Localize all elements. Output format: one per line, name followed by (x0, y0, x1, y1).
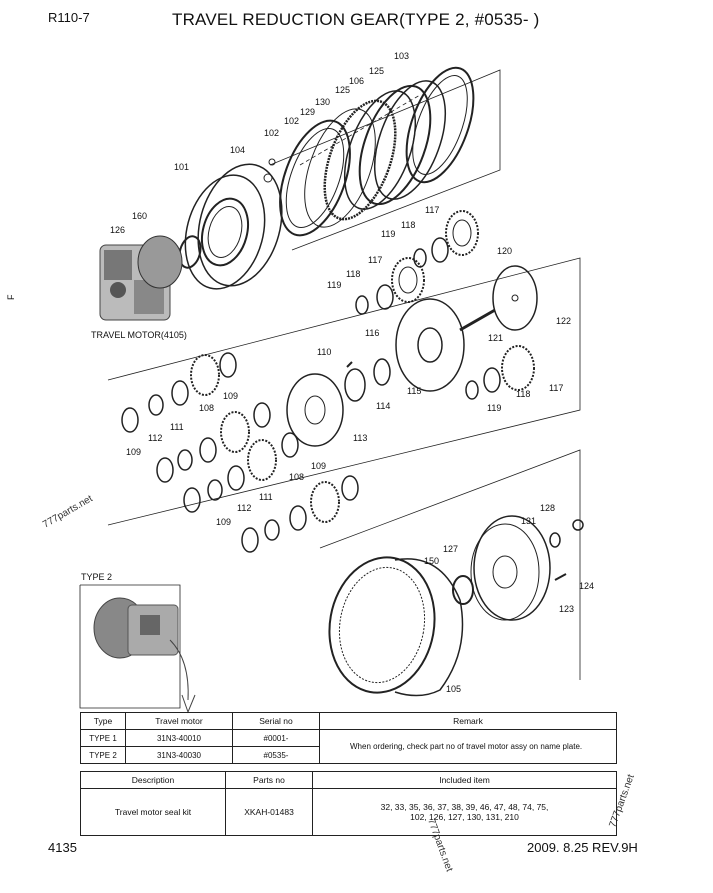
part-label: 128 (540, 503, 555, 513)
part-label: 106 (349, 76, 364, 86)
kit-parts-no-cell: XKAH-01483 (225, 788, 313, 836)
travel-motor-image (99, 235, 183, 321)
type-table-header: Type Travel motor Serial no Remark (80, 712, 617, 730)
col-included-item: Included item (312, 771, 617, 789)
part-label: 120 (497, 246, 512, 256)
kit-included-cell: 32, 33, 35, 36, 37, 38, 39, 46, 47, 48, … (312, 788, 617, 836)
part-label: 109 (216, 517, 231, 527)
carrier-113 (286, 373, 344, 447)
part-label: 121 (488, 333, 503, 343)
part-label: 124 (579, 581, 594, 591)
type2-label: TYPE 2 (81, 572, 112, 582)
hub-housing (184, 158, 283, 290)
kit-description-cell: Travel motor seal kit (80, 788, 226, 836)
motor-cell: 31N3-40010 (125, 729, 233, 747)
col-description: Description (80, 771, 226, 789)
part-label: 117 (368, 255, 382, 265)
part-label: 104 (230, 145, 245, 155)
part-label: 150 (424, 556, 439, 566)
part-label: 102 (284, 116, 299, 126)
part-label: 113 (353, 433, 367, 443)
part-label: 130 (315, 97, 330, 107)
part-label: 101 (174, 162, 189, 172)
part-labels: 103 125 106 125 130 129 102 102 104 101 … (110, 51, 594, 694)
part-label: 118 (346, 269, 360, 279)
type-cell: TYPE 1 (80, 729, 126, 747)
kit-table-header: Description Parts no Included item (80, 771, 617, 789)
part-label: 117 (549, 383, 563, 393)
ring-gear-housing-105 (328, 556, 464, 697)
part-label: 129 (300, 107, 315, 117)
included-line-1: 32, 33, 35, 36, 37, 38, 39, 46, 47, 48, … (380, 802, 549, 812)
part-label: 103 (394, 51, 409, 61)
revision-date: 2009. 8.25 REV.9H (527, 840, 638, 855)
o-ring-160 (178, 235, 202, 269)
part-label: 117 (425, 205, 439, 215)
part-label: 125 (369, 66, 384, 76)
gear-stage-2 (121, 352, 359, 553)
part-label: 123 (559, 604, 574, 614)
part-label: 112 (148, 433, 162, 443)
part-label: 109 (223, 391, 238, 401)
type2-motor-image (93, 597, 196, 714)
part-label: 160 (132, 211, 147, 221)
part-label: 109 (311, 461, 326, 471)
included-line-2: 102, 126, 127, 130, 131, 210 (410, 812, 519, 822)
model-code: R110-7 (48, 10, 90, 25)
col-serial-no: Serial no (232, 712, 320, 730)
watermark: 777parts.net (41, 493, 95, 530)
part-label: 119 (327, 280, 341, 290)
part-label: 118 (516, 389, 530, 399)
col-travel-motor: Travel motor (125, 712, 233, 730)
part-label: 116 (365, 328, 379, 338)
col-parts-no: Parts no (225, 771, 313, 789)
part-label: 109 (126, 447, 141, 457)
cover-123 (452, 515, 584, 621)
table-row: Travel motor seal kit XKAH-01483 32, 33,… (80, 788, 617, 836)
type-cell: TYPE 2 (80, 746, 126, 764)
motor-cell: 31N3-40030 (125, 746, 233, 764)
part-label: 119 (487, 403, 501, 413)
part-label: 111 (170, 422, 184, 432)
side-mark: F (6, 294, 16, 300)
part-label: 115 (407, 386, 421, 396)
motor-caption: TRAVEL MOTOR(4105) (91, 330, 187, 340)
part-label: 102 (264, 128, 279, 138)
page-title: TRAVEL REDUCTION GEAR(TYPE 2, #0535- ) (172, 10, 540, 29)
part-label: 105 (446, 684, 461, 694)
part-label: 131 (521, 516, 536, 526)
part-label: 108 (199, 403, 214, 413)
part-label: 127 (443, 544, 458, 554)
col-type: Type (80, 712, 126, 730)
guide-frames (79, 69, 581, 709)
page-number: 4135 (48, 840, 77, 855)
part-label: 111 (259, 492, 273, 502)
part-label: 118 (401, 220, 415, 230)
part-label: 112 (237, 503, 251, 513)
table-row: TYPE 1 31N3-40010 #0001- When ordering, … (80, 729, 617, 764)
part-label: 126 (110, 225, 125, 235)
seal-kit-table: Description Parts no Included item Trave… (80, 771, 617, 836)
part-label: 108 (289, 472, 304, 482)
serial-cell: #0535- (232, 746, 320, 764)
serial-cell: #0001- (232, 729, 320, 747)
part-label: 125 (335, 85, 350, 95)
part-label: 110 (317, 347, 331, 357)
type-table: Type Travel motor Serial no Remark TYPE … (80, 712, 617, 764)
part-label: 119 (381, 229, 395, 239)
remark-cell: When ordering, check part no of travel m… (319, 729, 617, 764)
ring-stack (279, 66, 475, 237)
table-row: TYPE 2 31N3-40030 #0535- (80, 746, 617, 764)
col-remark: Remark (319, 712, 617, 730)
gear-stage-1 (344, 210, 538, 402)
part-label: 122 (556, 316, 571, 326)
part-label: 114 (376, 401, 390, 411)
